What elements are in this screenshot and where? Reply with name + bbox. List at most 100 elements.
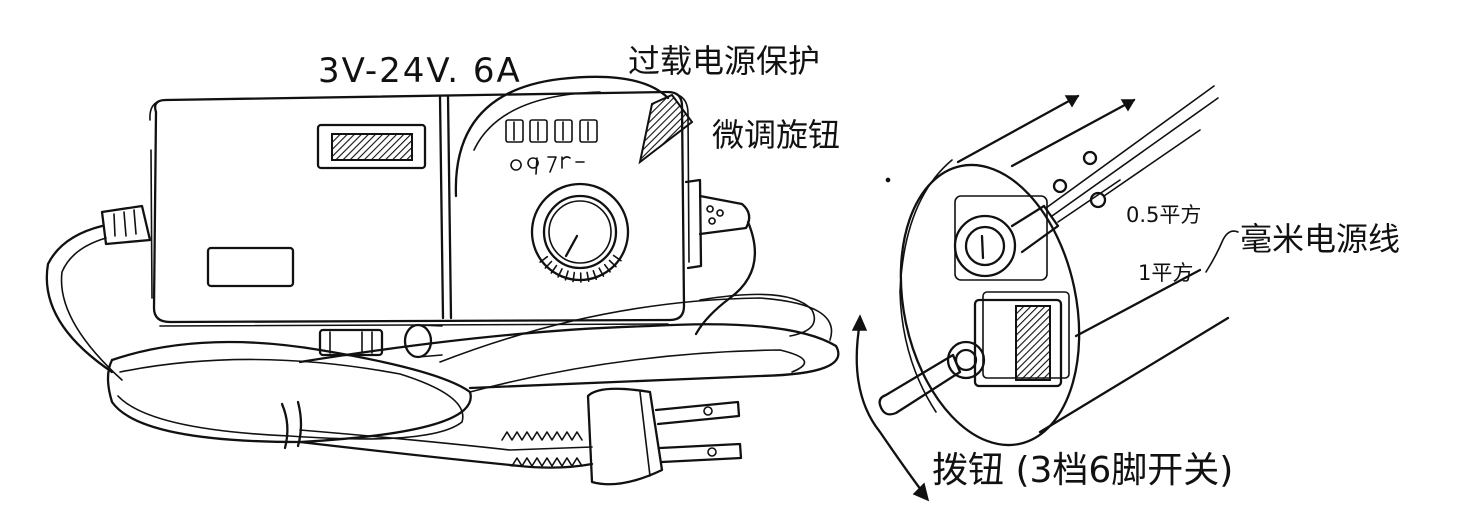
plug-prong-top bbox=[654, 400, 741, 426]
toggle-switch bbox=[878, 291, 1070, 416]
bottom-connector-right-barrel bbox=[417, 324, 443, 358]
socket-pin bbox=[980, 234, 985, 260]
output-cable bbox=[694, 220, 756, 336]
vent-grille bbox=[316, 123, 427, 170]
overload-protection-label: 过载电源保护 bbox=[628, 42, 820, 80]
arrowhead bbox=[851, 314, 868, 331]
knob-tick bbox=[544, 260, 553, 269]
wire bbox=[1051, 97, 1219, 217]
display-digit bbox=[579, 119, 598, 143]
fine-tune-knob-marker bbox=[638, 93, 694, 165]
bottom-connector-right bbox=[403, 323, 433, 359]
knob-tick bbox=[550, 264, 558, 274]
power-socket bbox=[953, 195, 1060, 281]
knob-tick bbox=[592, 269, 598, 281]
switch-lever bbox=[878, 353, 962, 416]
socket-inner bbox=[964, 225, 1006, 267]
cable-loop bbox=[439, 297, 833, 363]
cutaway-end-face bbox=[899, 163, 1081, 447]
fine-tune-knob-label: 微调旋钮 bbox=[712, 116, 840, 154]
plug-prong-hole bbox=[703, 406, 713, 416]
power-supply-unit: 3V-24V. 6A 过载电源保护 微调旋钮 bbox=[45, 42, 891, 486]
input-cable bbox=[45, 224, 114, 374]
socket-outer bbox=[953, 214, 1017, 278]
display-digit bbox=[529, 119, 548, 143]
label-panel bbox=[206, 246, 295, 288]
cutaway-shell-edge bbox=[899, 159, 953, 413]
cutaway-detail: 0.5平方 1平方 毫米电源线 拨钮 (3档6脚开关) bbox=[851, 85, 1400, 502]
knob-tick bbox=[539, 255, 549, 263]
dial-housing-inner-arc bbox=[473, 91, 601, 151]
toggle-annotation-arrow bbox=[855, 320, 926, 496]
wire bbox=[1045, 85, 1215, 209]
knob-tick bbox=[598, 267, 605, 277]
output-connector-pins bbox=[706, 205, 724, 225]
knob-pointer bbox=[564, 234, 579, 258]
panel-divider bbox=[438, 94, 453, 320]
knob-tick bbox=[572, 271, 576, 283]
cable-loop bbox=[117, 358, 464, 440]
cable-strain-relief bbox=[501, 431, 583, 441]
arrowhead bbox=[912, 482, 930, 502]
input-plug-grip bbox=[113, 209, 137, 237]
plug-prong-hole bbox=[707, 447, 717, 457]
knob-tick bbox=[557, 268, 563, 278]
plug-prong-bottom bbox=[658, 442, 743, 464]
dial-housing-arc bbox=[454, 75, 670, 198]
plug-body-edge bbox=[639, 391, 651, 477]
power-cable-label: 毫米电源线 bbox=[1240, 220, 1400, 258]
wire-gauge-large-label: 1平方 bbox=[1138, 261, 1193, 285]
cutaway-housing-line bbox=[956, 94, 1230, 434]
bottom-connector-left-detail bbox=[329, 331, 373, 354]
knob-tick bbox=[608, 259, 617, 268]
input-plug bbox=[100, 204, 152, 246]
arrowhead bbox=[1120, 99, 1136, 112]
knob-tick bbox=[612, 254, 622, 262]
display-digit bbox=[554, 119, 573, 143]
toggle-switch-label: 拨钮 (3档6脚开关) bbox=[932, 450, 1233, 491]
knob-tick bbox=[586, 271, 590, 283]
wire-terminal bbox=[1082, 150, 1098, 166]
arrowhead bbox=[1064, 95, 1080, 108]
knob-bezel bbox=[530, 182, 630, 282]
socket-barrel bbox=[1010, 204, 1060, 254]
vent-slots bbox=[331, 133, 413, 161]
cable-loop bbox=[699, 293, 816, 337]
adjustment-knob bbox=[530, 182, 630, 283]
wire-terminal bbox=[1052, 178, 1068, 194]
knob-tick bbox=[603, 263, 611, 273]
wall-plug bbox=[586, 387, 743, 486]
sketch-dot bbox=[885, 177, 891, 183]
coiled-power-cable bbox=[106, 293, 840, 469]
cable-loop bbox=[298, 323, 840, 390]
wire-gauge-small-label: 0.5平方 bbox=[1126, 203, 1201, 227]
display-secondary-readout bbox=[510, 156, 585, 175]
device-body-sketch-lines bbox=[149, 94, 690, 327]
cable-strain-relief bbox=[511, 457, 583, 467]
knob-scale bbox=[539, 254, 622, 283]
knob-inner-ring bbox=[548, 200, 612, 264]
wire-terminal bbox=[1089, 191, 1107, 209]
switch-body bbox=[973, 298, 1063, 388]
switch-nut bbox=[946, 340, 986, 380]
knob-tick bbox=[564, 270, 569, 281]
cable-tie bbox=[280, 400, 303, 450]
cable-loop bbox=[106, 340, 472, 444]
cable-tail bbox=[299, 429, 593, 451]
wire bbox=[1057, 129, 1201, 223]
display-digit bbox=[505, 119, 524, 143]
cable-loop bbox=[469, 349, 806, 393]
display-digit-segments bbox=[513, 121, 589, 141]
digital-display bbox=[505, 119, 598, 175]
input-cable-second-line bbox=[60, 237, 123, 381]
switch-side-face bbox=[1015, 305, 1051, 381]
label-connector-tilde bbox=[1205, 230, 1239, 273]
plug-body bbox=[586, 387, 664, 486]
cable-tail bbox=[298, 440, 594, 469]
side-panel bbox=[684, 178, 703, 270]
voltage-spec-label: 3V-24V. 6A bbox=[318, 51, 522, 91]
knob-outer-ring bbox=[542, 194, 618, 270]
device-body-outline bbox=[152, 90, 686, 324]
output-connector bbox=[698, 194, 751, 236]
